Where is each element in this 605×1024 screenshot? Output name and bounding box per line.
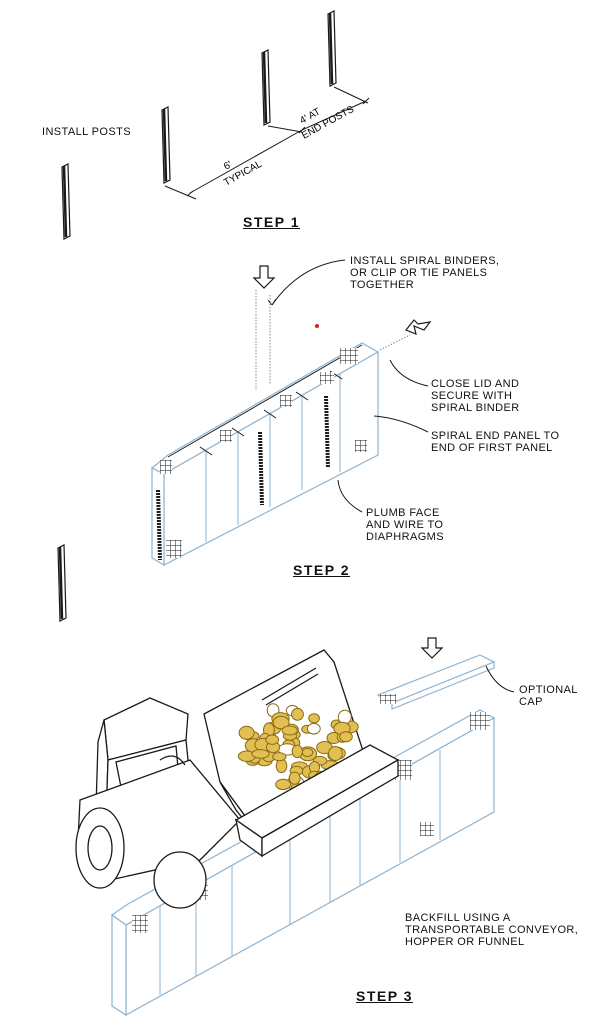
note-line: CAP bbox=[519, 696, 543, 708]
loader-tractor bbox=[75, 697, 241, 909]
insert-arrow-down-icon bbox=[252, 265, 276, 289]
note-line: HOPPER OR FUNNEL bbox=[405, 936, 525, 948]
note-line: CLOSE LID AND bbox=[431, 378, 520, 390]
stone bbox=[288, 771, 301, 785]
note-line: PLUMB FACE bbox=[366, 507, 440, 519]
note-line: INSTALL SPIRAL BINDERS, bbox=[350, 255, 500, 267]
stone bbox=[272, 715, 290, 730]
step3-heading: STEP 3 bbox=[356, 988, 413, 1004]
diaphragm-coil-2 bbox=[258, 431, 264, 506]
close-lid-note: CLOSE LID AND SECURE WITH SPIRAL BINDER bbox=[431, 378, 520, 414]
plumb-face-note: PLUMB FACE AND WIRE TO DIAPHRAGMS bbox=[366, 507, 444, 543]
note-line: TOGETHER bbox=[350, 279, 415, 291]
spiral-end-panel-note: SPIRAL END PANEL TO END OF FIRST PANEL bbox=[431, 430, 559, 454]
optional-cap-note: OPTIONAL CAP bbox=[519, 684, 578, 708]
stone bbox=[238, 725, 255, 740]
stone bbox=[328, 746, 343, 761]
spacing-typical-value: 6' bbox=[222, 159, 234, 172]
marker-dot bbox=[315, 324, 319, 328]
stone bbox=[337, 709, 352, 725]
stone bbox=[339, 731, 353, 743]
note-line: BACKFILL USING A bbox=[405, 912, 511, 924]
stone bbox=[306, 722, 321, 735]
install-posts-label: INSTALL POSTS bbox=[42, 126, 131, 138]
stone bbox=[272, 752, 287, 762]
note-line: SPIRAL BINDER bbox=[431, 402, 520, 414]
step1-heading: STEP 1 bbox=[243, 214, 300, 230]
post-1 bbox=[61, 163, 71, 240]
post-4 bbox=[327, 10, 337, 87]
note-line: END OF FIRST PANEL bbox=[431, 442, 553, 454]
post-3 bbox=[261, 49, 271, 126]
note-line: OPTIONAL bbox=[519, 684, 578, 696]
step2-heading: STEP 2 bbox=[293, 562, 350, 578]
diaphragm-coil-1 bbox=[156, 489, 162, 561]
step1-posts bbox=[61, 10, 337, 240]
lone-post bbox=[57, 544, 67, 622]
note-line: OR CLIP OR TIE PANELS bbox=[350, 267, 488, 279]
step3-leaders bbox=[485, 665, 515, 693]
post-2 bbox=[161, 106, 171, 184]
stone bbox=[251, 749, 270, 759]
insert-arrow-left-icon bbox=[405, 319, 432, 335]
stone bbox=[291, 744, 303, 759]
stone bbox=[308, 713, 320, 724]
stone bbox=[275, 778, 292, 791]
step2-leaders bbox=[267, 259, 429, 513]
note-line: SECURE WITH bbox=[431, 390, 513, 402]
stone bbox=[301, 747, 314, 758]
backfill-note: BACKFILL USING A TRANSPORTABLE CONVEYOR,… bbox=[405, 912, 578, 948]
note-line: TRANSPORTABLE CONVEYOR, bbox=[405, 924, 579, 936]
post-spacing-dimensions bbox=[164, 86, 370, 200]
cap-arrow-down-icon bbox=[420, 637, 444, 659]
discharge-chute bbox=[234, 744, 400, 858]
optional-cap bbox=[376, 654, 496, 710]
note-line: SPIRAL END PANEL TO bbox=[431, 430, 560, 442]
step3-backfill-scene bbox=[75, 637, 496, 1017]
stone bbox=[291, 707, 304, 721]
step2-panel-assembly bbox=[150, 265, 432, 567]
note-line: DIAPHRAGMS bbox=[366, 531, 444, 543]
stone bbox=[281, 725, 298, 736]
note-line: AND WIRE TO bbox=[366, 519, 444, 531]
diaphragm-coil-3 bbox=[324, 395, 330, 469]
install-spiral-binders-note: INSTALL SPIRAL BINDERS, OR CLIP OR TIE P… bbox=[350, 255, 499, 291]
spiral-binders bbox=[255, 290, 411, 390]
stone bbox=[265, 734, 280, 745]
